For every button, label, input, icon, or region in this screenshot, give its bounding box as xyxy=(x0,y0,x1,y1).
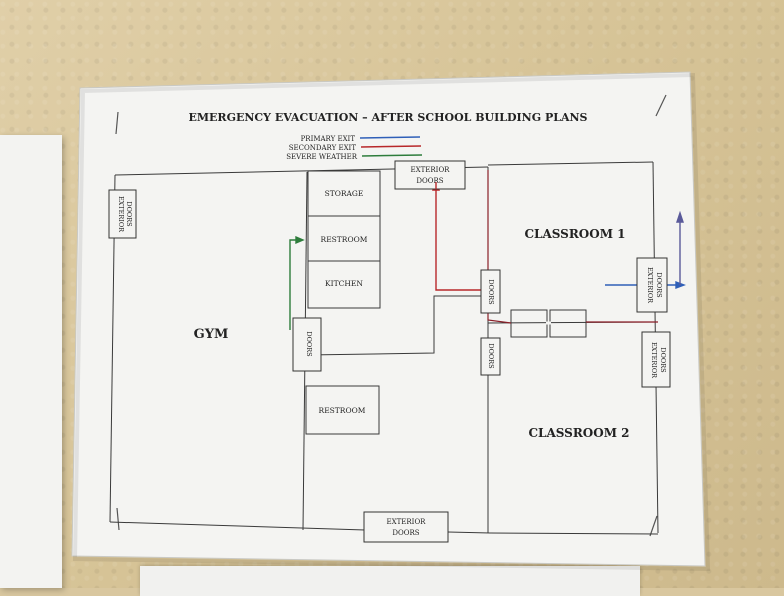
pin-mark xyxy=(115,111,119,135)
legend-label-primary: PRIMARY EXIT xyxy=(301,135,356,143)
exterior-doors-left-line1: EXTERIOR xyxy=(117,196,125,233)
plan-title: EMERGENCY EVACUATION – AFTER SCHOOL BUIL… xyxy=(188,111,587,124)
exterior-doors-left-line2: DOORS xyxy=(125,201,133,226)
exterior-doors-top xyxy=(394,160,466,190)
gym-doors-label: DOORS xyxy=(305,331,313,356)
evacuation-routes xyxy=(289,170,686,330)
room-gym: GYM xyxy=(194,327,229,342)
room-restroom-upper: RESTROOM xyxy=(321,235,368,244)
legend: PRIMARY EXIT SECONDARY EXIT SEVERE WEATH… xyxy=(286,135,423,161)
door-boxes: EXTERIOR DOORS EXTERIOR DOORS EXTERIOR D… xyxy=(108,160,671,543)
hall-doors-upper-label: DOORS xyxy=(487,279,495,304)
pin-mark xyxy=(116,507,120,531)
exterior-doors-bottom-line2: DOORS xyxy=(392,529,419,537)
pin-mark xyxy=(655,94,667,117)
exterior-doors-right-upper-line2: DOORS xyxy=(655,272,663,297)
gym-doors xyxy=(292,317,322,372)
exterior-doors-right-upper xyxy=(636,257,668,313)
legend-label-weather: SEVERE WEATHER xyxy=(286,153,358,161)
room-restroom-lower: RESTROOM xyxy=(319,406,366,415)
room-kitchen: KITCHEN xyxy=(325,279,363,288)
exterior-doors-bottom xyxy=(363,511,449,543)
exterior-doors-right-lower xyxy=(641,331,671,388)
exterior-doors-top-line2: DOORS xyxy=(416,177,443,185)
legend-line-secondary xyxy=(360,145,422,148)
legend-label-secondary: SECONDARY EXIT xyxy=(289,144,357,152)
exterior-doors-right-lower-line2: DOORS xyxy=(659,347,667,372)
legend-line-weather xyxy=(361,154,423,157)
exterior-doors-right-upper-line1: EXTERIOR xyxy=(646,267,654,304)
hall-doors-upper xyxy=(480,269,501,314)
exterior-doors-right-lower-line1: EXTERIOR xyxy=(650,342,658,379)
exterior-doors-top-line1: EXTERIOR xyxy=(411,166,451,174)
room-storage: STORAGE xyxy=(325,189,364,198)
paper-sheet xyxy=(71,71,706,567)
pin-mark xyxy=(649,515,658,537)
adjacent-paper-left xyxy=(0,135,62,588)
hall-doors-lower xyxy=(480,337,501,376)
room-classroom-2: CLASSROOM 2 xyxy=(528,426,629,440)
legend-line-primary xyxy=(359,136,421,139)
hall-doors-lower-label: DOORS xyxy=(487,343,495,368)
exterior-doors-bottom-line1: EXTERIOR xyxy=(387,518,427,526)
room-classroom-1: CLASSROOM 1 xyxy=(524,227,625,241)
exterior-doors-left xyxy=(108,189,137,239)
